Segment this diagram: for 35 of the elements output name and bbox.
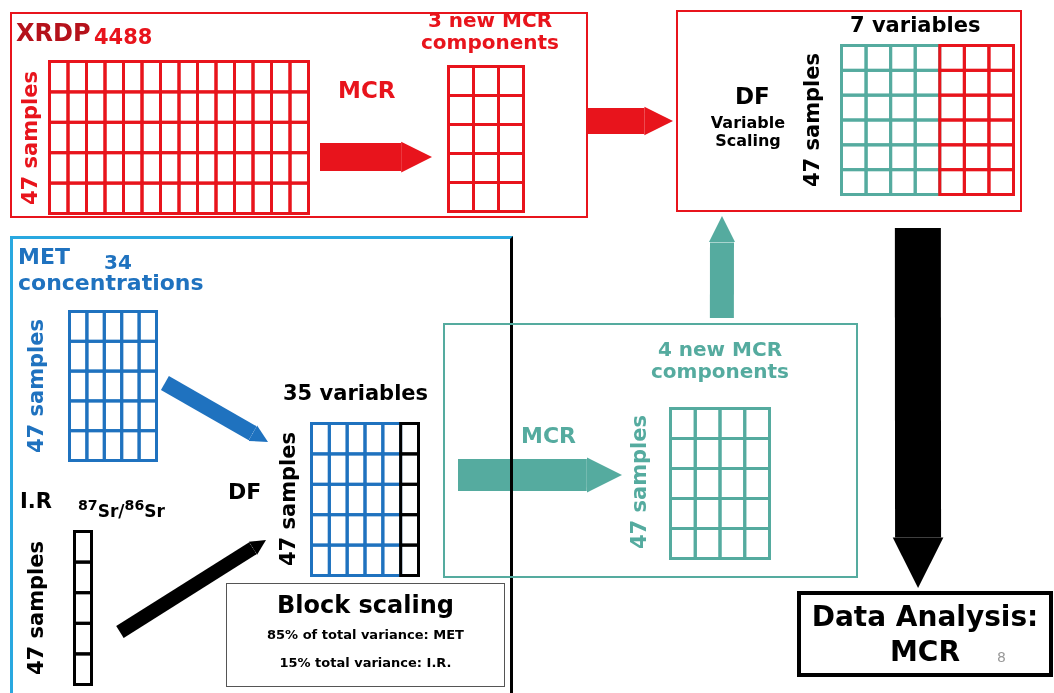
axis-label: 47 samples bbox=[26, 539, 49, 678]
note-box bbox=[226, 583, 505, 687]
matrix-label: concentrations bbox=[18, 271, 204, 296]
matrix-label: $^{87}$Sr/$^{86}$Sr bbox=[78, 498, 165, 521]
panel-frame bbox=[10, 12, 588, 218]
matrix-label: I.R bbox=[20, 490, 52, 514]
node-caption: DF bbox=[228, 480, 262, 505]
block-arrow bbox=[320, 141, 432, 173]
panel-frame bbox=[676, 10, 1022, 212]
axis-label: 47 samples bbox=[26, 317, 49, 456]
block-arrow bbox=[892, 227, 944, 588]
note-text: 15% total variance: I.R. bbox=[278, 656, 453, 671]
block-arrow bbox=[116, 540, 266, 638]
matrix-label: XRDP bbox=[16, 20, 91, 47]
matrix-label: 7 variables bbox=[850, 14, 981, 38]
matrix-label: 34 bbox=[104, 251, 132, 273]
axis-label: 47 samples bbox=[802, 51, 825, 189]
block-arrow bbox=[587, 106, 673, 136]
axis-label: 47 samples bbox=[20, 69, 43, 207]
axis-label: 47 samples bbox=[629, 413, 652, 552]
matrix-label: MET bbox=[18, 245, 70, 270]
block-arrow bbox=[458, 457, 622, 493]
matrix-label: 35 variables bbox=[283, 382, 429, 406]
panel-label: Variable Scaling bbox=[709, 114, 787, 150]
panel-frame bbox=[443, 323, 858, 578]
note-heading: Block scaling bbox=[276, 592, 455, 619]
matrix-label: 4 new MCR components bbox=[650, 338, 790, 382]
note-text: 85% of total variance: MET bbox=[266, 628, 465, 643]
axis-label: 47 samples bbox=[278, 430, 301, 568]
block-arrow bbox=[708, 216, 736, 318]
block-arrow bbox=[160, 376, 268, 442]
matrix-label: 4488 bbox=[94, 26, 153, 50]
panel-label: DF bbox=[735, 84, 770, 110]
page-number: 8 bbox=[997, 650, 1006, 666]
panel-frame bbox=[10, 236, 513, 693]
